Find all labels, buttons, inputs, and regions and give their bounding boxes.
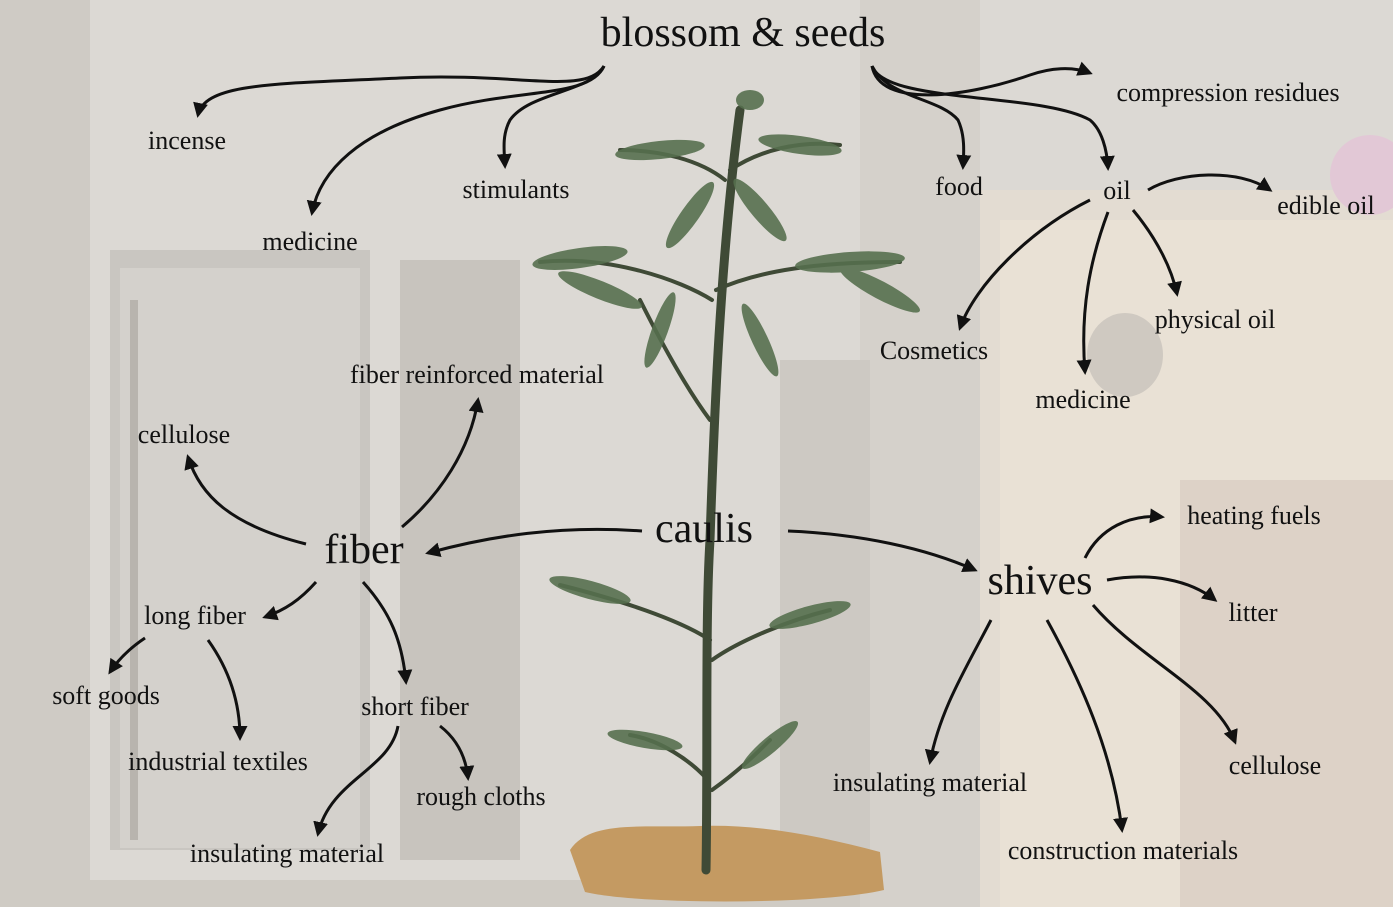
node-caulis: caulis (655, 508, 753, 550)
node-cellulose-fiber: cellulose (138, 422, 230, 448)
node-compression-residues: compression residues (1116, 80, 1339, 106)
arrow-caulis-to-shives (788, 531, 975, 570)
arrow-blossom-to-incense (198, 66, 604, 115)
node-cosmetics: Cosmetics (880, 338, 988, 364)
arrow-fiber-to-fiber-reinforced-material (402, 400, 478, 527)
arrow-fiber-to-short-fiber (363, 582, 406, 682)
arrow-fiber-to-long-fiber (265, 582, 316, 617)
node-cellulose-shives: cellulose (1229, 753, 1321, 779)
arrow-shives-to-insulating-material (930, 620, 991, 762)
node-stimulants: stimulants (463, 177, 570, 203)
arrow-short-fiber-to-rough-cloths (440, 726, 468, 778)
node-medicine-oil: medicine (1035, 387, 1130, 413)
arrow-oil-to-physical-oil (1133, 210, 1177, 294)
arrow-oil-to-edible-oil (1148, 175, 1270, 190)
node-litter: litter (1228, 600, 1277, 626)
arrow-oil-to-cosmetics (960, 200, 1090, 328)
arrow-shives-to-cellulose (1093, 605, 1235, 742)
arrow-shives-to-litter (1107, 577, 1215, 600)
arrow-blossom-to-compression-residues (872, 66, 1090, 95)
node-fiber-reinforced-material: fiber reinforced material (350, 362, 604, 388)
node-shives: shives (988, 560, 1093, 602)
arrow-short-fiber-to-insulating-material (318, 726, 398, 834)
arrow-shives-to-construction-materials (1047, 620, 1122, 830)
node-construction-materials: construction materials (1008, 838, 1238, 864)
arrow-fiber-to-cellulose (188, 457, 306, 544)
node-heating-fuels: heating fuels (1187, 503, 1321, 529)
arrow-long-fiber-to-soft-goods (110, 638, 145, 672)
node-oil: oil (1103, 178, 1130, 204)
node-long-fiber: long fiber (144, 603, 246, 629)
node-soft-goods: soft goods (52, 683, 160, 709)
node-medicine-blossom: medicine (262, 229, 357, 255)
node-fiber: fiber (324, 529, 403, 571)
node-incense: incense (148, 128, 226, 154)
node-insulating-material-fiber: insulating material (190, 841, 384, 867)
node-industrial-textiles: industrial textiles (128, 749, 308, 775)
arrow-blossom-to-oil (872, 66, 1108, 168)
arrow-oil-to-medicine (1084, 212, 1108, 372)
node-edible-oil: edible oil (1277, 193, 1374, 219)
node-food: food (935, 174, 983, 200)
node-short-fiber: short fiber (361, 694, 469, 720)
node-rough-cloths: rough cloths (416, 784, 545, 810)
node-blossom-seeds: blossom & seeds (601, 12, 886, 54)
arrow-caulis-to-fiber (428, 529, 642, 553)
arrow-long-fiber-to-industrial-textiles (208, 640, 240, 738)
node-insulating-material-shives: insulating material (833, 770, 1027, 796)
arrow-shives-to-heating-fuels (1085, 517, 1162, 558)
node-physical-oil: physical oil (1155, 307, 1276, 333)
